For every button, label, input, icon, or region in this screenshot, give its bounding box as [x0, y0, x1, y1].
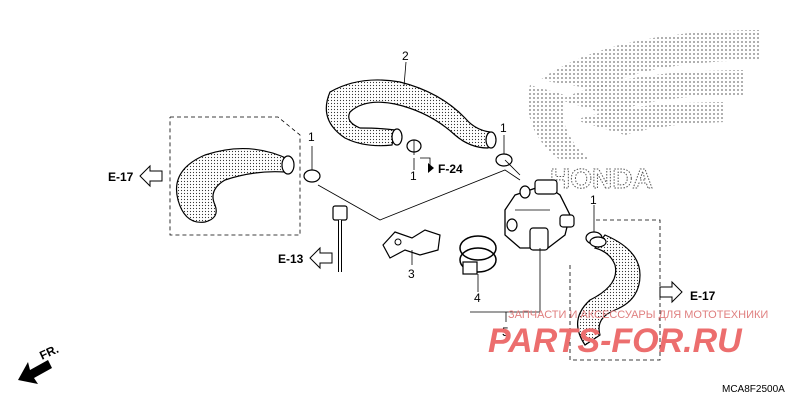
clamp-left — [303, 169, 321, 183]
honda-wing-logo — [528, 30, 760, 160]
bracket-part-3 — [382, 229, 441, 259]
ref-e17-right: E-17 — [690, 289, 716, 303]
label-part-5: 5 — [502, 325, 509, 339]
label-part-1-top-right: 1 — [500, 121, 507, 135]
arrow-e17-right — [659, 280, 683, 304]
label-part-1-middle: 1 — [410, 169, 417, 183]
left-hose-group — [169, 116, 301, 236]
front-marker-text: FR. — [37, 342, 60, 363]
ref-e13: E-13 — [278, 252, 304, 266]
label-part-2: 2 — [402, 49, 409, 63]
band-part-4 — [459, 235, 497, 275]
right-hose-group — [569, 219, 661, 361]
label-part-1-left: 1 — [308, 130, 315, 144]
diagram-code: MCA8F2500A — [722, 384, 785, 395]
bolt — [332, 205, 348, 272]
leader-lines — [311, 61, 595, 322]
honda-brand-text: HONDA — [550, 163, 653, 194]
arrow-e13 — [309, 246, 333, 270]
front-arrow — [18, 360, 52, 384]
watermark-site: PARTS-FOR.RU — [488, 322, 743, 360]
air-valve-part-5 — [504, 179, 575, 251]
ref-f24: F-24 — [438, 162, 463, 176]
watermark-caption: ЗАПЧАСТИ И АКСЕССУАРЫ ДЛЯ МОТОТЕХНИКИ — [508, 309, 768, 321]
arrow-f24 — [428, 163, 434, 173]
label-part-4: 4 — [474, 291, 481, 305]
top-hose-part-2 — [325, 79, 497, 149]
label-part-1-right: 1 — [590, 193, 597, 207]
ref-e17-left: E-17 — [108, 170, 134, 184]
label-part-3: 3 — [408, 267, 415, 281]
arrow-e17-left — [139, 164, 163, 188]
